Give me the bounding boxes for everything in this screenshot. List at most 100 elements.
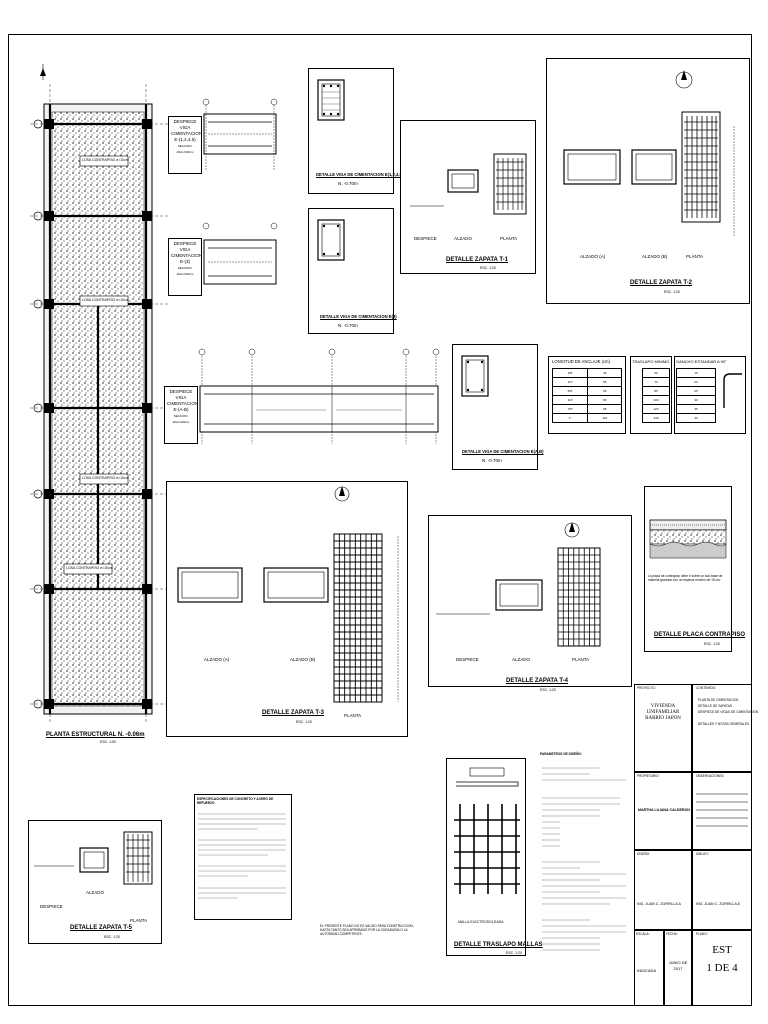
title-block: PROYECTO: VIVIENDA UNIFAMILIAR BARRIO JA…	[634, 684, 758, 1006]
anc-val-2: 65	[587, 386, 622, 396]
beam-label-2-text: DESPIECE VIGA CIMENTACION E-(3)	[171, 241, 203, 264]
viga-detail-2-title: DETALLE VIGA DE CIMENTACION E(3)	[320, 314, 397, 319]
tb-observation-lines	[696, 793, 748, 827]
t3-alzado-b: ALZADO (B)	[290, 657, 316, 662]
tb-ing1: ING. JUAN C. ZORRILLA A	[637, 902, 681, 906]
zapata-t1-drawing	[410, 153, 527, 215]
design-params-lines	[542, 767, 626, 951]
anc-bar-3: 3/4"	[551, 395, 589, 405]
t5-alzado: ALZADO	[86, 890, 105, 895]
placa-section	[649, 519, 727, 559]
t4-planta: PLANTA	[572, 657, 590, 662]
t2-planta: PLANTA	[686, 254, 704, 259]
viga-section-1	[317, 79, 345, 121]
concreto-notes-panel	[194, 794, 292, 920]
t2-alzado-a: ALZADO (A)	[580, 254, 606, 259]
slab-label-4: LOSA CONTRAPISO e=10cm	[66, 566, 113, 570]
tb-observaciones-h: OBSERVACIONES:	[696, 774, 725, 778]
anc-bar-1: 1/2"	[551, 377, 589, 387]
tb-contenido-1: DETALLE DE ZAPATAS	[698, 704, 732, 708]
tb-hoja: 1 DE 4	[706, 962, 738, 974]
t4-alzado: ALZADO	[512, 657, 531, 662]
anclaje-title: LONGITUD DE ANCLAJE (cm)	[552, 359, 610, 364]
anc-bar-4: 7/8"	[551, 404, 589, 414]
zapata-t4-drawing	[436, 522, 601, 647]
t5-title: DETALLE ZAPATA T-5	[70, 925, 132, 931]
tras-val-2: 85	[642, 386, 670, 396]
gan-val-1: 20	[676, 377, 716, 387]
slab-label-3: LOSA CONTRAPISO e=10cm	[82, 476, 129, 480]
viga-detail-3-level: N. -0.70m	[482, 458, 502, 463]
tb-dibujo-cell	[692, 850, 752, 930]
beam-label-3-text: DESPIECE VIGA CIMENTACION E-(A-B)	[167, 389, 199, 412]
placa-panel	[644, 486, 732, 652]
t2-alzado-b: ALZADO (B)	[642, 254, 668, 259]
tb-contenido-3: DETALLES Y NOTAS GENERALES	[698, 722, 749, 726]
zapata-t3-drawing	[177, 486, 399, 703]
gan-val-3: 30	[676, 395, 716, 405]
anclaje-table: 3/8"40 1/2"55 5/8"65 3/4"80 7/8"95 1"110	[551, 368, 622, 423]
anc-bar-2: 5/8"	[551, 386, 589, 396]
anc-val-4: 95	[587, 404, 622, 414]
tb-contenido-2: DESPIECE DE VIGAS DE CIMENTACION	[698, 710, 759, 714]
drawing-frame	[8, 34, 752, 1006]
design-params-title: PARAMETROS DE DISEÑO:	[540, 752, 582, 756]
traslapo-scale: ESC. 1:20	[506, 951, 522, 955]
beam-section-2: SECCION: 40cmX20cm	[176, 266, 194, 276]
traslapo-title: DETALLE TRASLAPO MALLAS	[454, 942, 543, 948]
traslapo-drawing	[454, 767, 520, 894]
tras-val-5: 140	[642, 413, 670, 423]
anc-val-3: 80	[587, 395, 622, 405]
anc-val-5: 110	[587, 413, 622, 423]
tb-diseno-h: DISEÑO:	[637, 852, 651, 856]
viga-detail-2-level: N. -0.70m	[338, 323, 358, 328]
tras-val-3: 100	[642, 395, 670, 405]
tb-diseno-cell	[634, 850, 692, 930]
gan-val-5: 40	[676, 413, 716, 423]
tb-fecha-cell	[664, 930, 692, 1006]
tb-contenido-0: PLANTA DE CIMENTACION	[698, 698, 739, 702]
tb-propietario-h: PROPIETARIO:	[637, 774, 660, 778]
tb-observaciones-cell	[692, 772, 752, 850]
tb-proyecto-cell	[634, 684, 692, 772]
traslapo-table: 50 70 85 100 120 140	[642, 368, 670, 423]
beam-label-1: DESPIECE VIGA CIMENTACION E-(1,2,4,5) SE…	[168, 116, 202, 174]
tb-proyecto-h: PROYECTO:	[637, 686, 656, 690]
viga-detail-1-title: DETALLE VIGA DE CIMENTACION E(1,2,4,5)	[316, 172, 404, 177]
gan-val-0: 15	[676, 368, 716, 378]
tb-propietario: MARTHA LILIANA CALDERON	[638, 808, 690, 812]
beam-label-1-text: DESPIECE VIGA CIMENTACION E-(1,2,4,5)	[171, 119, 203, 142]
beam-despiece-2	[202, 222, 278, 285]
gan-val-4: 35	[676, 404, 716, 414]
t3-scale: ESC. 1:20	[296, 720, 312, 724]
tb-escala-cell	[634, 930, 664, 1006]
tb-contenido-h: CONTENIDO:	[696, 686, 717, 690]
concreto-notes-title: ESPECIFICACIONES DE CONCRETO Y ACERO DE …	[197, 797, 274, 806]
placa-scale: ESC. 1:20	[704, 642, 720, 646]
tb-fecha: JUNIO DE 2017	[668, 960, 688, 971]
beam-section-3: SECCION: 40cmX20cm	[172, 414, 190, 424]
beam-label-2: DESPIECE VIGA CIMENTACION E-(3) SECCION:…	[168, 238, 202, 296]
beam-despiece-3	[198, 348, 440, 444]
t1-alzado: ALZADO	[454, 236, 473, 241]
anc-bar-0: 3/8"	[551, 368, 589, 378]
gan-val-2: 25	[676, 386, 716, 396]
tb-plano-cell	[692, 930, 752, 1006]
viga-section-3	[461, 355, 489, 397]
anc-bar-5: 1"	[551, 413, 589, 423]
viga-section-2	[317, 219, 345, 261]
structural-plan	[30, 64, 170, 724]
tb-contenido-cell	[692, 684, 752, 772]
disclaimer-note: EL PRESENTE PLANO NO ES VALIDO PARA CONS…	[320, 924, 414, 937]
tras-val-4: 120	[642, 404, 670, 414]
t2-title: DETALLE ZAPATA T-2	[630, 280, 692, 286]
beam-section-1: SECCION: 40cmX20cm	[176, 144, 194, 154]
beam-despiece-1	[202, 98, 278, 170]
gancho-title: GANCHO ESTANDAR A 90°	[676, 359, 727, 364]
t1-despiece: DESPIECE	[414, 236, 437, 241]
t3-planta: PLANTA	[344, 713, 362, 718]
slab-label-2: LOSA CONTRAPISO e=10cm	[82, 298, 129, 302]
tb-propietario-cell	[634, 772, 692, 850]
tb-fecha-h: FECHA:	[666, 932, 678, 936]
plan-title: PLANTA ESTRUCTURAL N. -0.06m	[46, 732, 145, 738]
